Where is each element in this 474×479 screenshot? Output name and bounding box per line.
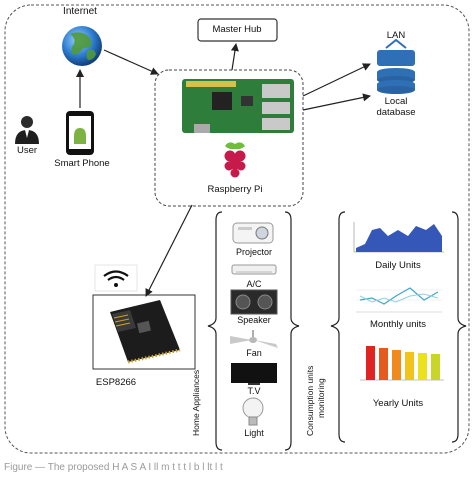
appliance-label-projector: Projector [235,247,273,257]
consumption-label-line2: monitoring [316,378,326,418]
arrow-internet-to-pi [103,49,159,75]
arrow-pi-to-lan [302,63,371,97]
master-hub-label: Master Hub [212,24,262,35]
globe-icon [62,26,102,66]
light-bulb-icon [242,397,264,426]
arrow-pi-to-database [302,93,371,111]
internet-label: Internet [63,6,97,17]
appliance-label-speaker: Speaker [237,315,271,325]
projector-icon [232,222,274,244]
consumption-label-line1: Consumption units [305,365,315,436]
user-label: User [16,145,38,156]
outer-frame [4,4,470,454]
user-icon [15,116,39,144]
yearly-bar-chart [350,340,446,386]
appliance-label-fan: Fan [246,348,262,358]
appliance-right-bracket [284,211,300,451]
arrow-pi-to-esp8266 [145,204,193,297]
appliance-label-tv: T.V [247,386,261,396]
smartphone-icon [66,111,94,155]
reports-right-bracket [451,211,467,443]
report-label-yearly: Yearly Units [372,398,424,409]
local-database-label-line1: Local [384,96,408,107]
report-label-monthly: Monthly units [370,319,426,330]
monthly-line-chart [350,280,446,314]
fan-icon [230,330,278,348]
database-icon [377,38,415,94]
report-label-daily: Daily Units [375,260,421,271]
ac-icon [231,264,277,275]
figure-caption: Figure — The proposed H A S A I ll m t t… [4,462,223,473]
master-hub-box [197,18,278,42]
raspberry-logo-icon [224,142,246,178]
reports-left-bracket [330,211,346,443]
speaker-icon [230,289,278,315]
wifi-icon [94,264,138,292]
lan-label: LAN [386,30,406,41]
daily-area-chart [350,218,446,256]
raspberry-pi-label: Raspberry Pi [207,184,263,195]
home-appliances-vertical-label: Home Appliances [191,369,201,436]
esp8266-board [110,300,181,364]
local-database-label-line2: database [376,107,416,118]
arrow-pi-to-master-hub [230,43,239,71]
appliance-left-bracket [207,211,223,451]
raspberry-pi-board [182,79,294,133]
smart-phone-label: Smart Phone [54,158,110,169]
esp8266-label: ESP8266 [95,377,137,388]
appliance-label-ac: A/C [246,279,262,289]
appliance-label-light: Light [244,428,264,438]
tv-icon [231,363,277,385]
